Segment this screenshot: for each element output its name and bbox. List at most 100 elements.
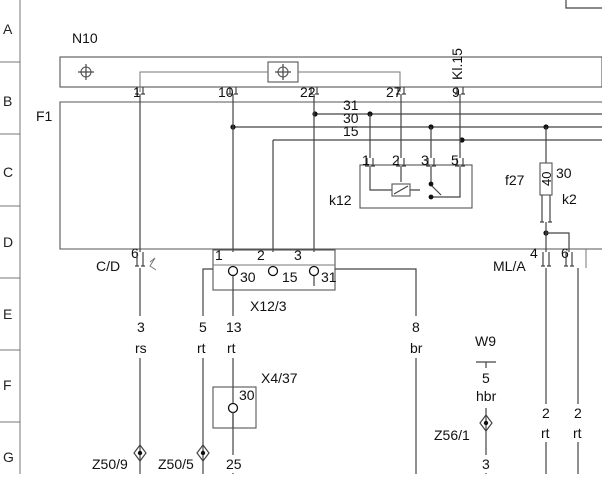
x4-terminal [227, 402, 239, 414]
x12-terminal-15 [267, 265, 279, 277]
splice-z50-9: Z50/9 [92, 444, 147, 472]
x12-label-31: 31 [321, 269, 337, 285]
terminal-block-x12: 1 2 3 30 15 31 X12/3 [202, 247, 417, 474]
n10-internal-link [139, 71, 401, 92]
n10-pin-27: 27 [386, 84, 402, 100]
wire-8-color: br [410, 340, 423, 356]
wire-2-rt-b-num: 2 [574, 405, 582, 421]
wire-5-hbr-num: 5 [482, 370, 490, 386]
f27-label: f27 [505, 172, 525, 188]
n10-box [59, 56, 602, 88]
x12-label-30: 30 [240, 269, 256, 285]
x12-pin-1: 1 [215, 247, 223, 263]
bus-lines: 31 30 15 [233, 97, 602, 141]
z56-1-pin-3: 3 [482, 456, 490, 472]
mla-label: ML/A [493, 258, 526, 274]
lower-wires [139, 268, 579, 474]
n10-pin-22: 22 [300, 84, 316, 100]
n10-internal-symbol-mid [267, 61, 299, 83]
splice-z50-5: Z50/5 25 [158, 444, 246, 473]
x12-terminal-31 [308, 265, 320, 277]
k12-pin-3: 3 [421, 152, 429, 168]
vertical-wires [139, 94, 570, 252]
module-n10: N10 1 10 22 27 9 Kl.15 [59, 30, 602, 100]
wire-2-rt-a-num: 2 [542, 405, 550, 421]
k12-internal-wiring [369, 166, 420, 191]
f1-box [59, 101, 602, 250]
k12-switch-contact [430, 184, 442, 196]
n10-pin-marks [135, 87, 465, 95]
k12-pin-5: 5 [451, 152, 459, 168]
relay-k12: k12 1 2 3 5 [329, 152, 473, 209]
f1-label: F1 [36, 108, 53, 124]
f27-rating: 40 [539, 172, 554, 186]
f27-body [539, 162, 553, 196]
wire-3-color: rs [135, 340, 147, 356]
connector-cd: 6 C/D [96, 245, 157, 274]
w9-label: W9 [475, 333, 496, 349]
border-corner [565, 0, 602, 9]
n10-pin-9: 9 [452, 84, 460, 100]
mla-pin-6: 6 [561, 245, 569, 261]
z50-5-label: Z50/5 [158, 456, 194, 472]
cd-label: C/D [96, 258, 120, 274]
z50-5-pin-25: 25 [226, 456, 242, 472]
x4-label: X4/37 [261, 370, 298, 386]
wire-5-hbr-color: hbr [476, 388, 497, 404]
x12-label: X12/3 [250, 298, 287, 314]
n10-internal-symbol-left [78, 64, 94, 80]
x4-box [212, 386, 257, 429]
wire-2-rt-b-color: rt [573, 425, 582, 441]
n10-label: N10 [72, 30, 98, 46]
splice-z56-1: Z56/1 3 [434, 414, 494, 473]
x12-box [212, 249, 336, 291]
row-label-g: G [3, 449, 14, 465]
wire-13-color: rt [227, 340, 236, 356]
row-ruler: A B C D E F G [0, 0, 21, 474]
z56-1-label: Z56/1 [434, 427, 470, 443]
k12-box [359, 164, 473, 209]
junction-dots [230, 111, 549, 236]
row-label-a: A [3, 21, 13, 37]
cd-pin-6: 6 [131, 245, 139, 261]
bus-31-label: 31 [343, 97, 359, 113]
row-label-e: E [3, 306, 12, 322]
wire-3-num: 3 [137, 319, 145, 335]
wire-x12-right [313, 268, 417, 474]
x12-pin-2: 2 [257, 247, 265, 263]
f27-pin-30: 30 [556, 165, 572, 181]
connector-mla: ML/A 4 6 [493, 245, 587, 274]
x12-terminal-30 [227, 265, 239, 277]
z50-9-label: Z50/9 [92, 456, 128, 472]
k12-pin-1: 1 [362, 152, 370, 168]
k2-label: k2 [562, 191, 577, 207]
wire-labels: 3 rs 5 rt 13 rt 8 br 5 hbr 2 rt 2 rt [130, 316, 588, 442]
k12-pin-2: 2 [392, 152, 400, 168]
module-f1: F1 [36, 101, 602, 250]
connector-x4: X4/37 30 [212, 370, 298, 429]
row-label-d: D [3, 234, 13, 250]
n10-pin-1: 1 [133, 84, 141, 100]
wire-13-num: 13 [226, 319, 242, 335]
kl15-label: Kl.15 [449, 48, 465, 80]
wire-5-color: rt [197, 340, 206, 356]
wire-x12-left [202, 268, 213, 474]
row-label-c: C [3, 164, 13, 180]
k12-label: k12 [329, 192, 352, 208]
mla-pin-4: 4 [530, 245, 538, 261]
bus-30-label: 30 [343, 110, 359, 126]
row-label-f: F [3, 377, 12, 393]
x4-pin-30: 30 [239, 387, 255, 403]
x12-label-15: 15 [282, 269, 298, 285]
fuse-f27: f27 40 30 k2 [505, 162, 577, 223]
wire-8-num: 8 [412, 319, 420, 335]
wire-2-rt-a-color: rt [541, 425, 550, 441]
row-label-b: B [3, 93, 12, 109]
n10-pin-10: 10 [218, 84, 234, 100]
wire-5-num: 5 [199, 319, 207, 335]
k12-switch-wiring [430, 166, 461, 198]
x12-pin-3: 3 [294, 247, 302, 263]
bus-15-label: 15 [343, 123, 359, 139]
